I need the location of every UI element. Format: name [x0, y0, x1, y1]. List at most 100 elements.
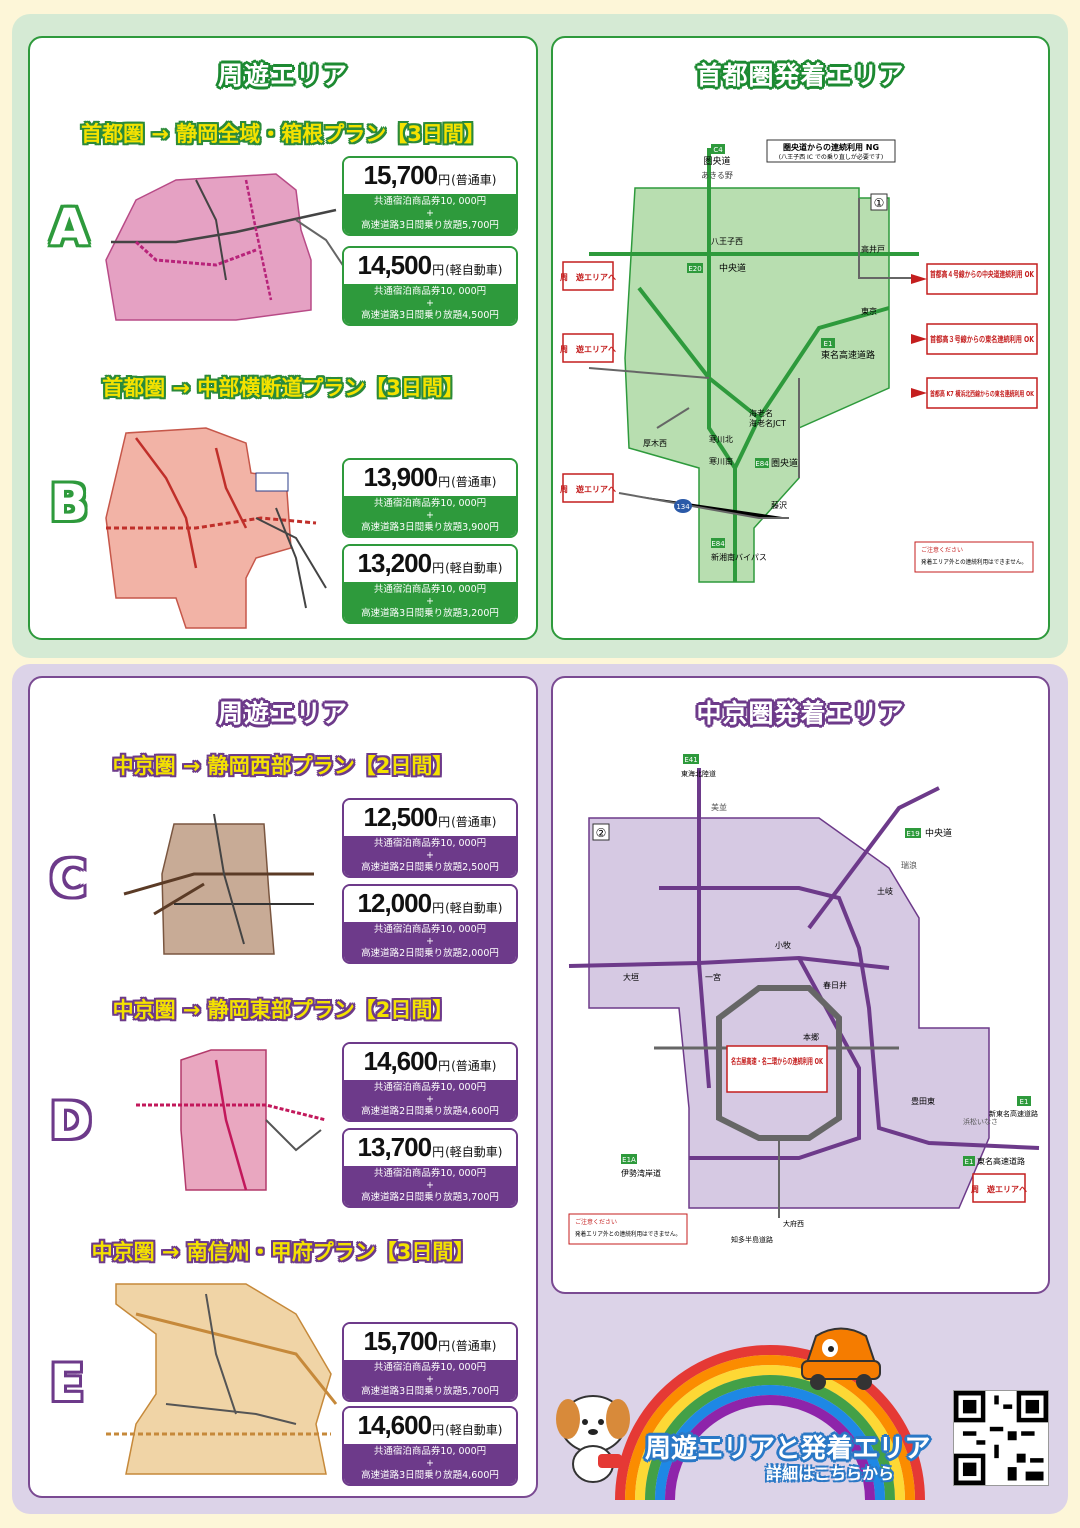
svg-text:E84: E84	[711, 540, 725, 548]
plan-e-letter: E	[50, 1354, 85, 1412]
svg-text:E1: E1	[965, 1158, 974, 1166]
svg-text:134: 134	[676, 503, 690, 511]
svg-text:E20: E20	[688, 265, 701, 273]
svg-text:美並: 美並	[711, 802, 727, 812]
svg-text:海老名: 海老名	[749, 408, 773, 418]
svg-text:海老名JCT: 海老名JCT	[749, 418, 786, 428]
svg-text:E1: E1	[1020, 1098, 1029, 1106]
svg-text:新東名高速道路: 新東名高速道路	[989, 1109, 1038, 1118]
footer-sub: 詳細はこちらから	[766, 1464, 895, 1483]
car-mascot-icon	[801, 1327, 881, 1390]
price-amount: 13,200	[357, 548, 433, 578]
svg-text:寒川南: 寒川南	[709, 456, 733, 466]
svg-text:中央道: 中央道	[719, 262, 746, 274]
price-amount: 15,700	[363, 1326, 439, 1356]
svg-text:春日井: 春日井	[823, 980, 847, 990]
svg-text:寒川北: 寒川北	[709, 434, 733, 444]
shutoken-departure-map: ① 圏央道からの連続利用 NG (八王子西 IC での乗り直しが必要です) C4…	[560, 139, 1038, 583]
price-amount: 12,000	[357, 888, 433, 918]
svg-text:小牧: 小牧	[775, 940, 791, 950]
svg-text:東名高速道路: 東名高速道路	[821, 349, 875, 361]
svg-text:E1A: E1A	[622, 1156, 636, 1164]
svg-text:E41: E41	[684, 756, 697, 764]
plan-b-title: 首都圏 → 中部横断道プラン【3日間】	[102, 376, 464, 400]
plan-c-route-map	[123, 813, 314, 955]
price-amount: 13,700	[357, 1132, 433, 1162]
chukyoken-departure-map: ② E41 東海北陸道 美並 E19 中央道 瑞浪 土岐 E1A 伊勢湾岸道 E…	[568, 754, 1040, 1245]
svg-text:浜松いなさ: 浜松いなさ	[963, 1117, 998, 1126]
qr-code-icon	[954, 1391, 1048, 1485]
bottom-right-panel: 中京圏発着エリア ② E41 東海北陸道 美並 E19 中央道 瑞浪 土岐 E1…	[551, 676, 1050, 1294]
svg-text:伊勢湾岸道: 伊勢湾岸道	[621, 1168, 661, 1178]
svg-text:中央道: 中央道	[925, 827, 952, 839]
price-amount: 15,700	[363, 160, 439, 190]
nagoya-link-note: 名古屋高速・名二環からの連続利用 OK	[731, 1056, 824, 1066]
rainbow-illustration	[615, 1345, 925, 1500]
svg-text:C4: C4	[713, 146, 723, 154]
top-right-title: 首都圏発着エリア	[696, 61, 905, 90]
svg-text:圏央道: 圏央道	[771, 457, 798, 469]
price-amount: 14,600	[363, 1046, 439, 1076]
price-amount: 13,900	[363, 462, 439, 492]
svg-text:圏央道: 圏央道	[703, 155, 730, 167]
dog-mascot-icon	[556, 1395, 630, 1483]
link-note-2: 首都高３号線からの東名連続利用 OK	[930, 334, 1035, 344]
svg-text:厚木西: 厚木西	[643, 438, 667, 448]
price-amount: 12,500	[363, 802, 439, 832]
svg-text:東京: 東京	[861, 306, 877, 316]
link-note-1: 首都高４号線からの中央道連続利用 OK	[930, 269, 1035, 279]
link-note-3: 首都高 K7 横浜北西線からの東名連続利用 OK	[930, 389, 1034, 398]
svg-text:知多半島道路: 知多半島道路	[731, 1235, 773, 1244]
svg-text:E19: E19	[906, 830, 919, 838]
svg-text:ご注意ください: ご注意ください	[575, 1218, 617, 1226]
plan-b-letter: B	[50, 474, 89, 532]
price-amount: 14,600	[357, 1410, 433, 1440]
plan-a-letter: A	[50, 198, 89, 256]
plan-c-title: 中京圏 → 静岡西部プラン【2日間】	[112, 754, 454, 778]
plan-a-route-map	[105, 173, 347, 321]
svg-text:大垣: 大垣	[623, 972, 639, 982]
to-area-label-1: 周 遊エリアへ	[560, 272, 616, 282]
price-amount: 14,500	[357, 250, 433, 280]
map-badge: ①	[874, 196, 885, 210]
plan-e-title: 中京圏 → 南信州・甲府プラン【3日間】	[91, 1240, 475, 1264]
to-area-label: 周 遊エリアへ	[971, 1184, 1027, 1194]
svg-text:八王子西: 八王子西	[711, 237, 743, 246]
svg-text:大府西: 大府西	[783, 1219, 804, 1228]
svg-text:E1: E1	[824, 340, 833, 348]
svg-text:新湘南バイパス: 新湘南バイパス	[711, 552, 767, 562]
plan-a-title: 首都圏 → 静岡全域・箱根プラン【3日間】	[81, 122, 485, 146]
svg-text:土岐: 土岐	[877, 886, 893, 896]
svg-text:あきる野: あきる野	[701, 171, 733, 180]
plan-d-route-map	[136, 1049, 326, 1191]
svg-text:瑞浪: 瑞浪	[901, 860, 917, 870]
svg-text:東名高速道路: 東名高速道路	[977, 1156, 1025, 1166]
qr-code[interactable]	[953, 1390, 1049, 1486]
svg-text:本郷: 本郷	[803, 1032, 819, 1042]
svg-text:一宮: 一宮	[705, 972, 721, 982]
footer-headline: 周遊エリアと発着エリア	[645, 1434, 931, 1464]
svg-text:高井戸: 高井戸	[861, 244, 885, 254]
bottom-left-title: 周遊エリア	[217, 699, 349, 728]
top-left-title: 周遊エリア	[217, 61, 349, 90]
plan-e-route-map	[106, 1283, 338, 1475]
svg-text:豊田東: 豊田東	[911, 1096, 935, 1106]
svg-text:E84: E84	[755, 460, 769, 468]
caution-note: 発着エリア外との連続利用はできません。	[575, 1230, 681, 1238]
map-badge: ②	[596, 826, 607, 840]
plan-d-letter: D	[50, 1092, 92, 1150]
ng-note: 圏央道からの連続利用 NG	[783, 142, 879, 152]
plan-d-title: 中京圏 → 静岡東部プラン【2日間】	[112, 998, 454, 1022]
